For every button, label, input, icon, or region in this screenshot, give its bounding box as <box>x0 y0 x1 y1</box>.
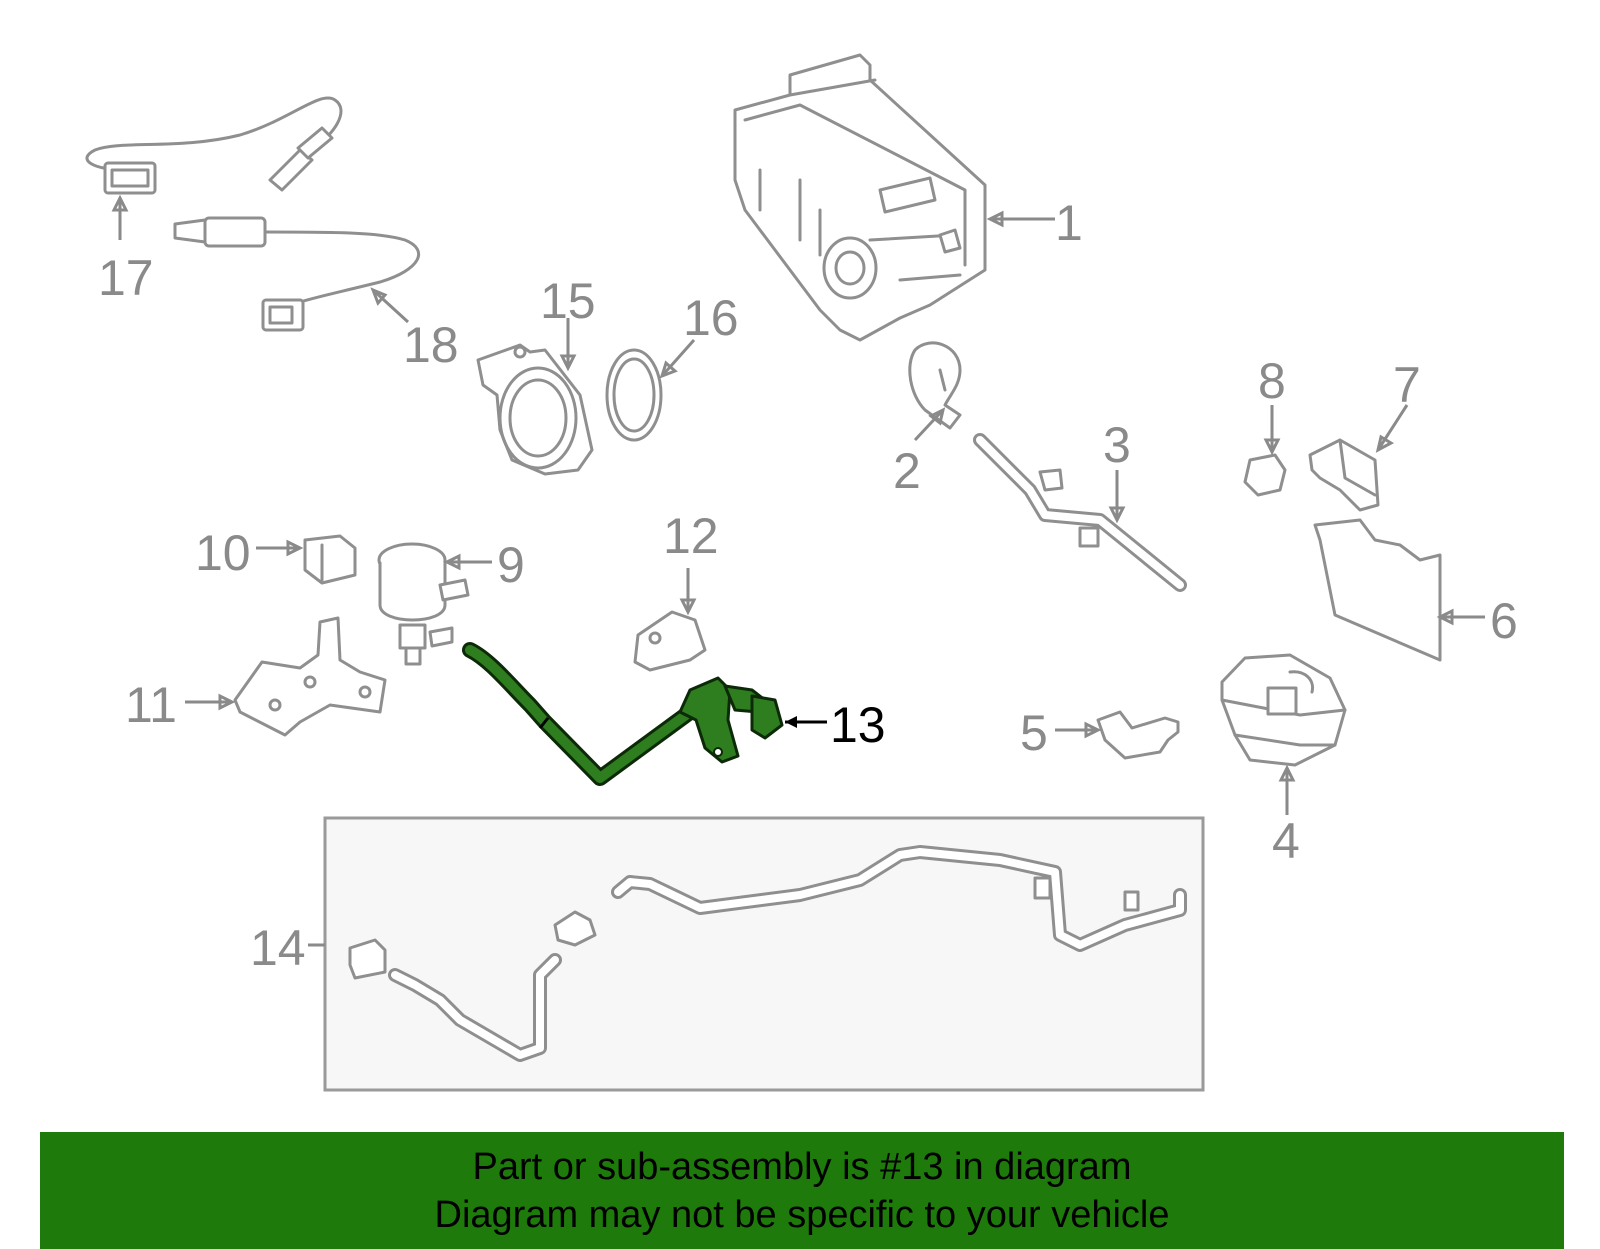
banner-line-1: Part or sub-assembly is #13 in diagram <box>472 1145 1132 1188</box>
leader-lines <box>111 194 1485 947</box>
callout-8: 8 <box>1258 353 1286 409</box>
part-17-oxygen-sensor[interactable] <box>85 96 343 195</box>
callout-10: 10 <box>195 525 251 581</box>
part-7-clip[interactable] <box>1308 438 1380 512</box>
callout-11: 11 <box>125 677 177 733</box>
callout-7: 7 <box>1393 357 1421 413</box>
part-2-hose[interactable] <box>908 341 962 430</box>
callout-13: 13 <box>830 697 886 753</box>
part-14-line-assembly[interactable] <box>323 816 1205 1092</box>
part-3-vapor-line[interactable] <box>973 433 1187 592</box>
callout-labels: 1 2 3 4 5 6 7 8 9 10 11 12 13 14 15 16 1… <box>98 195 1518 976</box>
callout-2: 2 <box>893 443 921 499</box>
callout-9: 9 <box>497 537 525 593</box>
part-4-module[interactable] <box>1220 653 1347 767</box>
callout-14: 14 <box>250 920 306 976</box>
callout-12: 12 <box>663 508 719 564</box>
callout-16: 16 <box>683 290 739 346</box>
part-6-shield[interactable] <box>1313 518 1442 662</box>
callout-17: 17 <box>98 250 154 306</box>
info-banner: Part or sub-assembly is #13 in diagram D… <box>40 1132 1564 1249</box>
part-12-bracket[interactable] <box>633 610 707 672</box>
part-16-o-ring[interactable] <box>605 348 663 442</box>
part-13-hose-assembly[interactable] <box>462 642 784 786</box>
callout-18: 18 <box>403 317 459 373</box>
part-10-connector[interactable] <box>303 534 357 585</box>
callout-3: 3 <box>1103 417 1131 473</box>
part-18-oxygen-sensor[interactable] <box>173 216 421 332</box>
part-11-bracket[interactable] <box>233 616 387 737</box>
callout-6: 6 <box>1490 593 1518 649</box>
part-1-canister[interactable] <box>733 53 987 342</box>
part-15-pump-flange[interactable] <box>476 343 594 476</box>
part-8-plug[interactable] <box>1243 453 1287 497</box>
callout-15: 15 <box>540 273 596 329</box>
callout-5: 5 <box>1020 705 1048 761</box>
banner-line-2: Diagram may not be specific to your vehi… <box>434 1193 1170 1236</box>
callout-4: 4 <box>1272 813 1300 869</box>
part-5-clip[interactable] <box>1096 710 1180 760</box>
part-9-purge-valve[interactable] <box>377 542 470 666</box>
callout-1: 1 <box>1055 195 1083 251</box>
